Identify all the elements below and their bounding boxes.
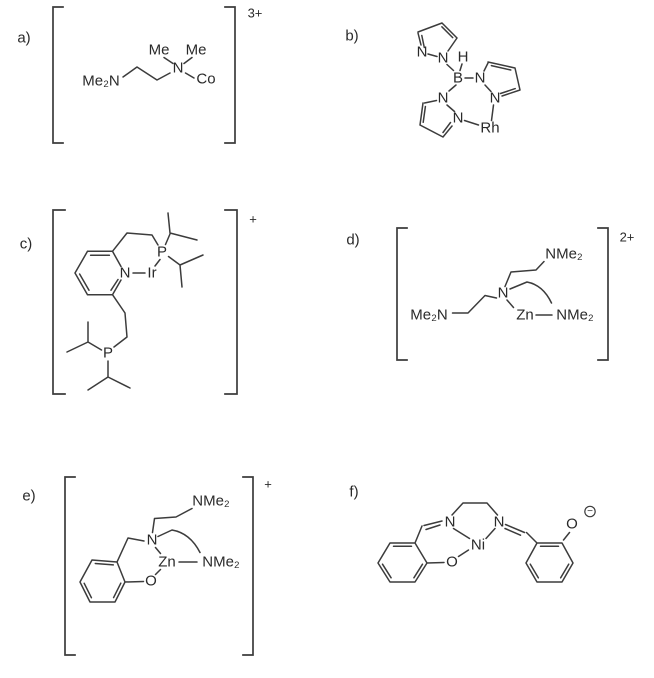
atom-label-n2-top: N (417, 44, 428, 61)
atom-label-ni: Ni (471, 537, 485, 554)
atom-label-nme2-top: NMe₂ (192, 493, 230, 510)
atom-label-me-left: Me (149, 42, 170, 59)
structure-d-bracket-left (396, 227, 408, 361)
atom-label-co: Co (196, 71, 215, 88)
atom-label-n-left: N (445, 514, 456, 531)
atom-label-n: N (173, 60, 184, 77)
charge-label-c: + (249, 212, 257, 227)
panel-label-d: d) (346, 232, 359, 249)
atom-label-nme2-top: NMe₂ (545, 246, 583, 263)
structure-c-bracket-left (52, 209, 66, 395)
panel-label-c: c) (20, 236, 33, 253)
atom-label-o-right: O (566, 516, 578, 533)
atom-label-b: B (453, 70, 463, 87)
atom-label-n-right: N (494, 514, 505, 531)
panel-label-f: f) (349, 484, 358, 501)
structure-e-bracket-right (242, 476, 254, 656)
atom-label-p-top: P (157, 244, 167, 261)
atom-label-nme2-right: NMe₂ (556, 307, 594, 324)
structure-d: d) 2+ NMe₂ Me₂N N Zn NMe₂ (346, 227, 635, 361)
structure-c: c) + N Ir P P (20, 209, 257, 395)
structure-c-bonds (66, 212, 204, 391)
atom-label-o-left: O (446, 554, 458, 571)
charge-label-d: 2+ (620, 230, 635, 245)
atom-label-rh: Rh (480, 120, 499, 137)
charge-label-a: 3+ (248, 6, 263, 21)
atom-label-me2n-left: Me₂N (410, 307, 448, 324)
structure-e: e) + NMe₂ N Zn NMe₂ O (22, 476, 272, 656)
atom-label-n: N (120, 265, 131, 282)
structure-d-bonds (451, 260, 553, 316)
atom-label-n2-bottom: N (453, 110, 464, 127)
structure-b-bonds (417, 22, 521, 138)
atom-label-me2n: Me₂N (82, 73, 120, 90)
atom-label-n: N (498, 285, 509, 302)
atom-label-n2-right: N (490, 90, 501, 107)
atom-label-n1-top: N (438, 50, 449, 67)
charge-label-f: − (587, 506, 593, 517)
atom-label-ir: Ir (147, 265, 156, 282)
structure-c-bracket-right (224, 209, 238, 395)
atom-label-n1-right: N (475, 70, 486, 87)
atom-label-n: N (147, 532, 158, 549)
structure-f: − f) N N Ni O O (349, 484, 596, 583)
atom-label-n1-bottom: N (438, 90, 449, 107)
structure-a: a) 3+ Me₂N Me Me N Co (17, 6, 262, 144)
structure-b: b) H B N N N N N N Rh (345, 22, 521, 138)
atom-label-nme2-right: NMe₂ (202, 554, 240, 571)
structure-a-bracket-right (224, 6, 236, 144)
structure-a-bonds (122, 56, 195, 81)
charge-label-e: + (264, 477, 272, 492)
atom-label-o: O (145, 573, 157, 590)
panel-label-e: e) (22, 488, 35, 505)
structure-a-bracket-left (52, 6, 64, 144)
atom-label-me-right: Me (186, 42, 207, 59)
structure-e-bracket-left (64, 476, 76, 656)
panel-label-b: b) (345, 28, 358, 45)
atom-label-zn: Zn (158, 554, 176, 571)
atom-label-h: H (458, 49, 469, 66)
minus-charge-circle (584, 505, 596, 518)
structure-e-bonds (79, 507, 201, 603)
panel-label-a: a) (17, 30, 30, 47)
structure-d-bracket-right (597, 227, 609, 361)
structure-f-bonds (377, 502, 574, 583)
atom-label-p-bottom: P (103, 345, 113, 362)
atom-label-zn: Zn (516, 307, 534, 324)
